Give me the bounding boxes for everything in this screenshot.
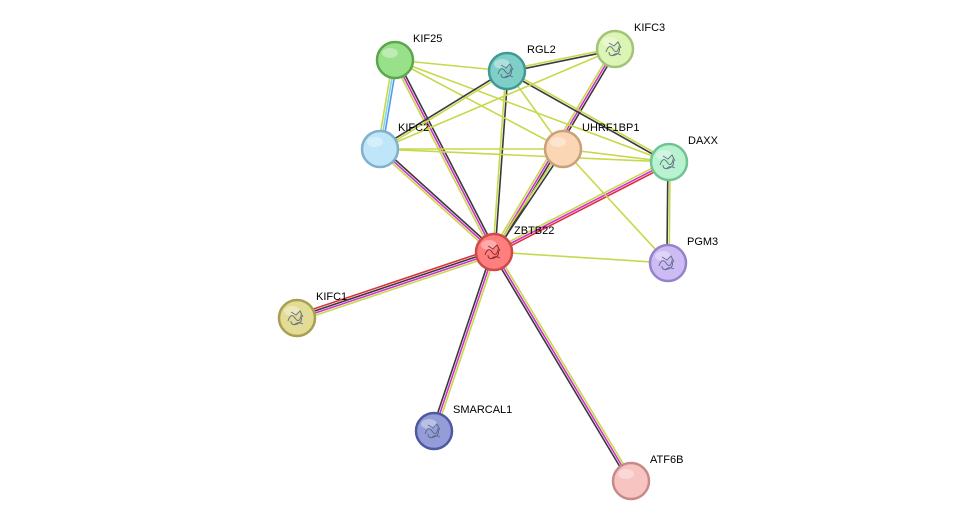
edge-evidence-line [494,163,671,255]
edge-evidence-line [394,59,495,253]
node-highlight [382,48,398,58]
protein-structure-icon [424,423,441,439]
node-label: KIF25 [413,33,442,45]
edge-evidence-line [492,147,563,252]
edge-rgl2-daxx[interactable] [506,69,670,164]
node-circle[interactable] [648,243,688,283]
node-circle[interactable] [543,129,583,169]
edge-evidence-line [296,250,494,318]
edge-zbtb22-daxx[interactable] [492,159,671,255]
node-circle[interactable] [611,461,651,501]
protein-structure-icon [605,41,622,57]
node-label: DAXX [688,135,719,147]
edge-evidence-line [493,161,670,253]
node-kifc1[interactable]: KIFC1 [277,291,347,338]
edge-evidence-line [493,251,669,264]
node-uhrf1bp1[interactable]: UHRF1BP1 [543,122,639,169]
edge-evidence-line [495,250,634,481]
edge-zbtb22-kifc2[interactable] [377,146,497,255]
node-highlight [602,37,618,47]
node-highlight [494,59,510,69]
edge-evidence-line [394,59,670,163]
edge-evidence-line [433,251,495,432]
edge-kif25-daxx[interactable] [394,59,670,163]
edge-zbtb22-pgm3[interactable] [493,251,669,264]
node-kif25[interactable]: KIF25 [375,33,442,80]
node-highlight [367,137,383,147]
node-label: KIFC3 [634,22,665,34]
node-daxx[interactable]: DAXX [649,135,719,182]
edge-kifc2-daxx[interactable] [379,148,670,163]
edge-evidence-line [392,60,493,254]
node-label: ZBTB22 [514,225,554,237]
node-zbtb22[interactable]: ZBTB22 [474,225,554,272]
edge-evidence-line [379,148,670,163]
node-circle[interactable] [487,51,527,91]
protein-structure-icon [658,255,675,271]
edge-evidence-line [506,71,669,164]
edge-evidence-line [379,148,495,253]
node-circle[interactable] [414,411,454,451]
edge-evidence-line [380,71,508,151]
edge-evidence-line [494,149,565,254]
node-label: UHRF1BP1 [582,122,639,134]
protein-structure-icon [484,244,501,260]
edge-zbtb22-atf6b[interactable] [491,250,634,483]
node-highlight [550,137,566,147]
node-circle[interactable] [277,298,317,338]
protein-structure-icon [497,63,514,79]
node-smarcal1[interactable]: SMARCAL1 [414,404,512,451]
node-label: SMARCAL1 [453,404,512,416]
node-label: KIFC2 [398,122,429,134]
node-highlight [656,150,672,160]
node-circle[interactable] [375,40,415,80]
edge-evidence-line [562,148,669,264]
edge-evidence-line [507,69,670,162]
edge-rgl2-kifc2[interactable] [379,69,508,151]
node-circle[interactable] [474,232,514,272]
edge-kifc3-kifc2[interactable] [379,48,616,150]
node-highlight [481,240,497,250]
node-label: RGL2 [527,44,556,56]
node-label: ATF6B [650,454,683,466]
node-circle[interactable] [595,29,635,69]
node-kifc3[interactable]: KIFC3 [595,22,665,69]
node-atf6b[interactable]: ATF6B [611,454,683,501]
node-pgm3[interactable]: PGM3 [648,236,718,283]
edge-zbtb22-smarcal1[interactable] [431,251,497,432]
edge-evidence-line [297,254,496,322]
edge-zbtb22-kif25[interactable] [392,58,497,254]
edge-evidence-line [435,252,497,432]
edge-evidence-line [491,252,630,483]
edge-evidence-line [492,159,669,251]
edge-evidence-line [377,150,494,255]
edge-evidence-line [394,59,564,150]
edge-evidence-line [431,251,493,431]
node-label: KIFC1 [316,291,347,303]
edge-evidence-line [295,248,494,316]
node-kifc2[interactable]: KIFC2 [360,122,429,169]
node-circle[interactable] [360,129,400,169]
node-rgl2[interactable]: RGL2 [487,44,556,91]
edge-evidence-line [380,146,497,251]
edge-kif25-uhrf1bp1[interactable] [394,59,564,150]
edge-evidence-line [379,69,507,149]
edge-evidence-line [493,251,632,482]
edge-evidence-line [379,48,616,150]
edge-uhrf1bp1-pgm3[interactable] [562,148,669,264]
protein-structure-icon [659,154,676,170]
node-label: PGM3 [687,236,718,248]
node-highlight [655,251,671,261]
edge-evidence-line [297,252,495,320]
node-highlight [284,306,300,316]
edge-zbtb22-uhrf1bp1[interactable] [492,147,565,254]
node-circle[interactable] [649,142,689,182]
edge-evidence-line [396,58,497,252]
node-highlight [618,469,634,479]
edge-zbtb22-kifc1[interactable] [295,248,496,322]
node-highlight [421,419,437,429]
protein-structure-icon [287,310,304,326]
